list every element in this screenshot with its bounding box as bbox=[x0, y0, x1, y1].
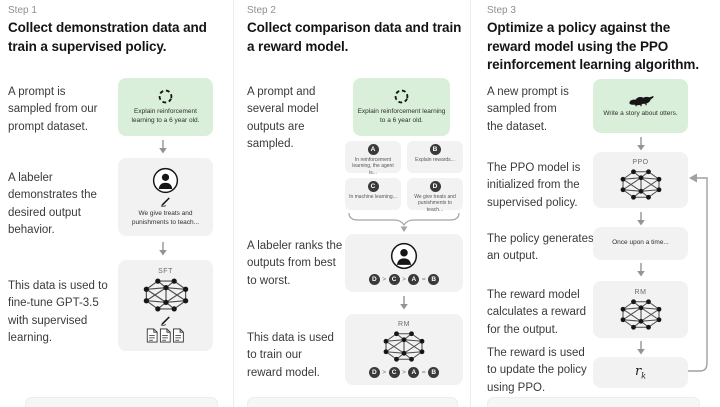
neural-network-icon bbox=[620, 298, 662, 331]
rm-model-label: RM bbox=[398, 321, 410, 328]
rank-letter: A bbox=[408, 273, 420, 285]
otter-icon bbox=[628, 94, 654, 107]
step2-title: Collect comparison data and train a rewa… bbox=[247, 20, 462, 54]
rm-model-label: RM bbox=[634, 288, 647, 296]
step2-train-description: This data is used to train our reward mo… bbox=[247, 332, 334, 379]
column-divider bbox=[470, 0, 471, 407]
down-arrow-icon bbox=[158, 140, 168, 154]
output-card-d: D We give treats and punishments to teac… bbox=[407, 178, 463, 213]
rank-letter: B bbox=[428, 367, 440, 378]
step2-labeler-card: D > C > A = B bbox=[345, 234, 463, 292]
step3-prompt-card: Write a story about otters. bbox=[593, 79, 688, 133]
down-arrow-icon bbox=[636, 263, 646, 277]
next-section-card-edge bbox=[25, 397, 218, 407]
output-snippet: In machine learning... bbox=[349, 193, 397, 200]
output-letter-badge: D bbox=[429, 181, 441, 192]
step1-labeler-card: We give treats and punishments to teach.… bbox=[118, 158, 213, 236]
step1-prompt-description: A prompt is sampled from our prompt data… bbox=[8, 86, 98, 133]
rank-letter: A bbox=[408, 367, 420, 378]
step3-update-description: The reward is used to update the policy … bbox=[487, 347, 587, 394]
reward-symbol: r bbox=[634, 364, 642, 380]
next-section-card-edge bbox=[247, 397, 458, 407]
output-card-c: C In machine learning... bbox=[345, 178, 401, 210]
down-arrow-icon bbox=[636, 212, 646, 226]
step2-rm-card: RM D > C > A = B bbox=[345, 314, 463, 385]
step2-prompt-card-text: Explain reinforcement learning to a 6 ye… bbox=[357, 108, 446, 124]
rank-letter: C bbox=[388, 273, 400, 285]
step3-title: Optimize a policy against the reward mod… bbox=[487, 20, 699, 73]
step3-reward-description: The reward model calculates a reward for… bbox=[487, 289, 587, 336]
step1-prompt-card: Explain reinforcement learning to a 6 ye… bbox=[118, 78, 213, 136]
step2-prompt-card: Explain reinforcement learning to a 6 ye… bbox=[353, 78, 450, 136]
output-card-b: B Explain rewards... bbox=[407, 141, 463, 173]
dashed-cycle-icon bbox=[157, 88, 174, 105]
step1-column: Step 1 Collect demonstration data and tr… bbox=[0, 0, 233, 407]
step2-column: Step 2 Collect comparison data and train… bbox=[233, 0, 470, 407]
rank-separator: > bbox=[402, 275, 406, 283]
ppo-model-label: PPO bbox=[632, 159, 649, 166]
down-arrow-icon bbox=[399, 296, 409, 310]
step3-ppo-card: PPO bbox=[593, 152, 688, 208]
feedback-loop-arrow bbox=[688, 173, 708, 372]
output-letter-badge: C bbox=[367, 181, 379, 192]
rank-separator: > bbox=[382, 369, 387, 376]
step3-ppo-description: The PPO model is initialized from the su… bbox=[487, 162, 581, 209]
rank-separator: > bbox=[382, 275, 387, 283]
rank-separator: = bbox=[421, 275, 426, 283]
neural-network-icon bbox=[383, 330, 425, 363]
column-divider bbox=[233, 0, 234, 407]
step3-prompt-description: A new prompt is sampled from the dataset… bbox=[487, 86, 569, 133]
step2-sample-description: A prompt and several model outputs are s… bbox=[247, 86, 319, 150]
step3-output-description: The policy generates an output. bbox=[487, 233, 594, 263]
step1-title: Collect demonstration data and train a s… bbox=[8, 20, 207, 54]
down-arrow-icon bbox=[636, 137, 646, 151]
step3-column: Step 3 Optimize a policy against the rew… bbox=[470, 0, 720, 407]
rank-separator: > bbox=[402, 369, 406, 376]
step3-output-card-text: Once upon a time... bbox=[612, 239, 669, 247]
rank-letter: D bbox=[368, 367, 380, 378]
reward-subscript: k bbox=[641, 371, 647, 381]
step3-reward-value-card: rk bbox=[593, 357, 688, 388]
neural-network-icon bbox=[143, 277, 189, 313]
step3-prompt-card-text: Write a story about otters. bbox=[603, 109, 678, 117]
pen-icon bbox=[160, 315, 172, 326]
step3-output-card: Once upon a time... bbox=[593, 227, 688, 260]
step2-rank-description: A labeler ranks the outputs from best to… bbox=[247, 240, 343, 287]
step3-label: Step 3 bbox=[487, 5, 516, 16]
output-letter-badge: A bbox=[367, 144, 379, 155]
step1-prompt-card-text: Explain reinforcement learning to a 6 ye… bbox=[131, 108, 200, 124]
dashed-cycle-icon bbox=[393, 88, 410, 105]
output-snippet: We give treats and punishments to teach.… bbox=[414, 193, 456, 213]
output-snippet: Explain rewards... bbox=[415, 156, 455, 163]
pen-icon bbox=[160, 196, 172, 207]
output-card-a: A In reinforcement learning, the agent i… bbox=[345, 141, 401, 176]
output-letter-badge: B bbox=[429, 144, 441, 155]
rank-letter: C bbox=[388, 367, 400, 378]
output-snippet: In reinforcement learning, the agent is.… bbox=[352, 156, 394, 176]
next-section-card-edge bbox=[487, 397, 700, 407]
step2-label: Step 2 bbox=[247, 5, 276, 16]
step1-sft-card: SFT bbox=[118, 260, 213, 351]
step1-label: Step 1 bbox=[8, 5, 37, 16]
rank-letter: D bbox=[368, 273, 380, 285]
person-icon bbox=[152, 167, 179, 194]
step1-sft-description: This data is used to fine-tune GPT-3.5 w… bbox=[8, 280, 108, 344]
down-arrow-icon bbox=[636, 341, 646, 355]
rank-letter: B bbox=[428, 273, 440, 285]
person-icon bbox=[390, 242, 418, 270]
step3-rm-card: RM bbox=[593, 281, 688, 338]
documents-icon bbox=[146, 328, 186, 343]
curly-brace-icon bbox=[345, 210, 463, 234]
ranking-row: D > C > A = B bbox=[368, 367, 440, 378]
rank-separator: = bbox=[421, 369, 426, 376]
step1-labeler-card-text: We give treats and punishments to teach.… bbox=[131, 209, 200, 226]
neural-network-icon bbox=[620, 168, 662, 201]
sft-model-label: SFT bbox=[158, 268, 173, 275]
step1-labeler-description: A labeler demonstrates the desired outpu… bbox=[8, 172, 97, 236]
reward-value: rk bbox=[635, 364, 646, 381]
ranking-row: D > C > A = B bbox=[368, 273, 440, 285]
down-arrow-icon bbox=[158, 242, 168, 256]
